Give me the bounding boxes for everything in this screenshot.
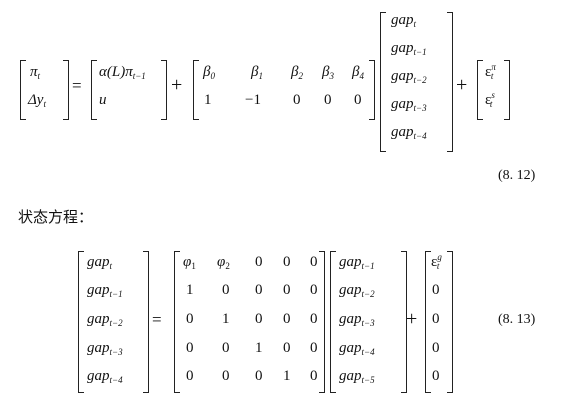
beta-3: β3 [322,64,334,81]
row2-col2: −1 [245,92,261,108]
equals-sign-2: = [152,310,162,329]
phi-1: φ1 [183,254,196,271]
gap-t: gapt [391,12,417,29]
transition-matrix-bracket-left [174,251,180,393]
plus-sign-1: + [171,74,183,96]
noise-bracket-right [447,251,453,393]
rhs-gap-t-4: gapt−4 [339,340,375,357]
m-r4-c3: 1 [255,340,263,356]
lhs-gap-t: gapt [87,254,113,271]
m-r4-c5: 0 [310,340,318,356]
m-r1-c3: 0 [255,254,263,270]
gap-vector-bracket-right [447,12,453,152]
noise-r3: 0 [432,311,440,327]
m-r3-c3: 0 [255,311,263,327]
eps-s: εst [485,90,495,109]
state-equation-heading: 状态方程： [18,208,94,226]
gap-t-1: gapt−1 [391,40,427,57]
m-r4-c1: 0 [186,340,194,356]
plus-sign-2: + [456,74,468,96]
m-r2-c4: 0 [283,282,291,298]
rhs-gap-t-1: gapt−1 [339,254,375,271]
m-r4-c2: 0 [222,340,230,356]
rhs-gap-t-2: gapt−2 [339,282,375,299]
rhs-gap-bracket-left [330,251,336,393]
equals-sign: = [72,76,82,95]
rhs1-bracket-left [91,60,97,120]
phi-2: φ2 [217,254,230,271]
noise-r4: 0 [432,340,440,356]
gap-t-3: gapt−3 [391,96,427,113]
rhs-gap-t-3: gapt−3 [339,311,375,328]
eps-pi: επt [485,62,496,81]
transition-matrix-bracket-right [319,251,325,393]
plus-sign-3: + [406,308,418,330]
noise-bracket-left [425,251,431,393]
m-r1-c4: 0 [283,254,291,270]
rhs1-alpha-term: α(L)πt−1 [99,64,146,81]
beta-4: β4 [352,64,364,81]
beta-matrix-bracket-left [193,60,199,120]
lhs-bracket-left [20,60,26,120]
rhs-gap-bracket-right [401,251,407,393]
m-r5-c3: 0 [255,368,263,384]
rhs1-u: u [99,92,107,108]
m-r1-c5: 0 [310,254,318,270]
m-r5-c5: 0 [310,368,318,384]
m-r3-c2: 1 [222,311,230,327]
beta-0: β0 [203,64,215,81]
beta-1: β1 [251,64,263,81]
m-r5-c4: 1 [283,368,291,384]
m-r2-c1: 1 [186,282,194,298]
row2-col5: 0 [354,92,362,108]
lhs-pi: πt [30,64,41,81]
row2-col1: 1 [204,92,212,108]
lhs-gap-t-3: gapt−3 [87,340,123,357]
gap-t-4: gapt−4 [391,124,427,141]
equation-label-8-12: (8. 12) [498,168,536,183]
m-r3-c5: 0 [310,311,318,327]
eps-bracket-left [477,60,483,120]
lhs-gap-bracket-right [143,251,149,393]
beta-matrix-bracket-right [369,60,375,120]
gap-t-2: gapt−2 [391,68,427,85]
lhs-bracket-right [63,60,69,120]
eps-bracket-right [504,60,510,120]
noise-epsilon: εgt [431,252,442,271]
row2-col4: 0 [324,92,332,108]
gap-vector-bracket-left [380,12,386,152]
m-r5-c2: 0 [222,368,230,384]
noise-r2: 0 [432,282,440,298]
m-r4-c4: 0 [283,340,291,356]
lhs-delta-y: Δyt [28,92,46,109]
rhs1-bracket-right [161,60,167,120]
m-r5-c1: 0 [186,368,194,384]
equation-label-8-13: (8. 13) [498,312,536,327]
m-r2-c3: 0 [255,282,263,298]
lhs-gap-t-2: gapt−2 [87,311,123,328]
row2-col3: 0 [293,92,301,108]
lhs-gap-bracket-left [78,251,84,393]
rhs-gap-t-5: gapt−5 [339,368,375,385]
m-r3-c1: 0 [186,311,194,327]
m-r3-c4: 0 [283,311,291,327]
lhs-gap-t-4: gapt−4 [87,368,123,385]
m-r2-c5: 0 [310,282,318,298]
m-r2-c2: 0 [222,282,230,298]
lhs-gap-t-1: gapt−1 [87,282,123,299]
noise-r5: 0 [432,368,440,384]
beta-2: β2 [291,64,303,81]
